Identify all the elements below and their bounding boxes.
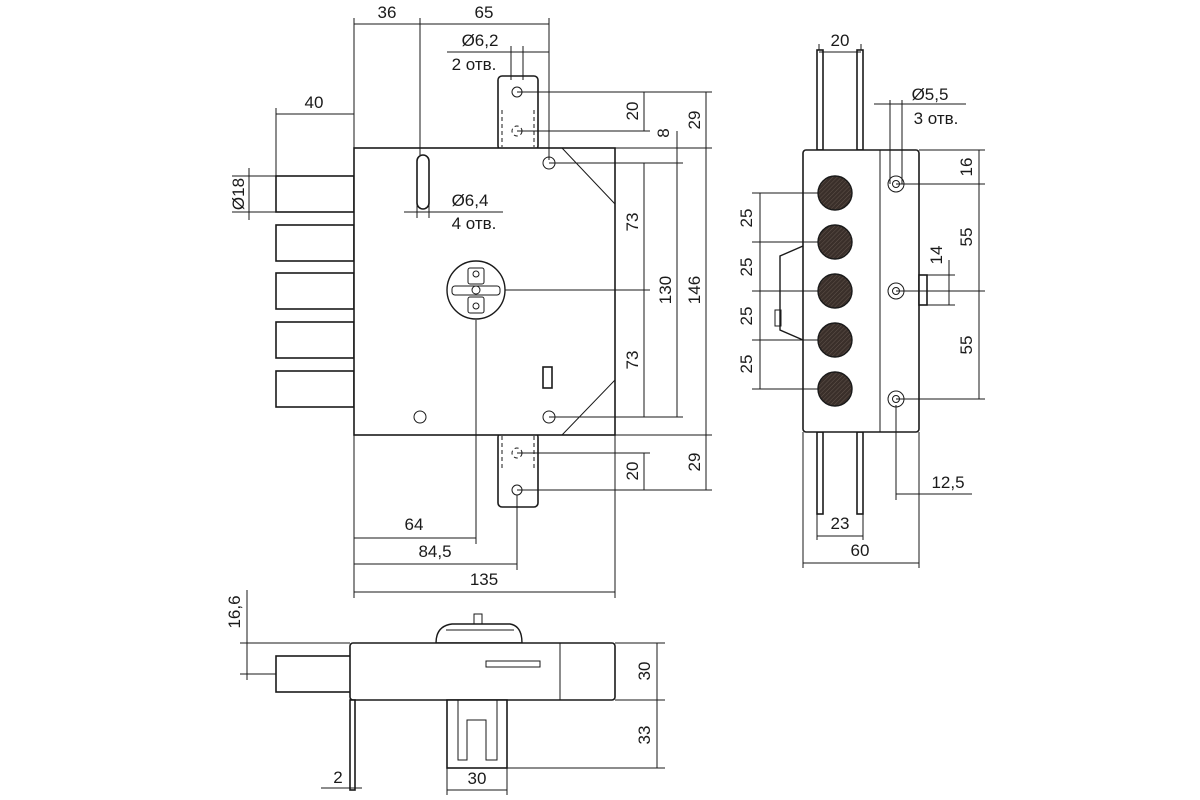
side-dim-125: 12,5	[931, 473, 964, 492]
side-dim-top-20: 20	[831, 31, 850, 50]
top-slot	[416, 154, 430, 210]
bolt-head-2	[817, 224, 853, 260]
side-top-rod	[816, 49, 824, 151]
dim-right-29-top: 29	[685, 111, 704, 130]
bottom-mounting-plate	[497, 432, 539, 508]
side-dim-60: 60	[851, 541, 870, 560]
dim-right-73-bottom: 73	[623, 351, 642, 370]
side-bottom-rod	[816, 431, 824, 515]
dim-right-20-bottom: 20	[623, 462, 642, 481]
bolt-head-5	[817, 371, 853, 407]
bottom-dim-33: 33	[635, 726, 654, 745]
side-dim-23: 23	[831, 514, 850, 533]
side-dim-25-d: 25	[737, 355, 756, 374]
bolt-5	[275, 370, 355, 408]
bottom-view: 16,6 30 33 2 30	[225, 590, 665, 795]
bolt-head-4	[817, 322, 853, 358]
side-bottom-tab	[856, 431, 864, 515]
bottom-dim-30-bottom: 30	[468, 769, 487, 788]
bolt-head-3	[817, 273, 853, 309]
dim-hole-64-count: 4 отв.	[452, 214, 497, 233]
bottom-bolt	[275, 655, 355, 693]
bolt-2	[275, 224, 355, 262]
bolt-head-1	[817, 175, 853, 211]
cylinder-hub	[446, 260, 506, 320]
dim-right-130: 130	[656, 276, 675, 304]
dim-top-36: 36	[378, 3, 397, 22]
latch-slot	[542, 366, 553, 389]
dim-hole-64: Ø6,4	[452, 191, 489, 210]
dim-hole-62: Ø6,2	[462, 31, 499, 50]
lock-body	[353, 147, 616, 436]
side-dim-16: 16	[957, 158, 976, 177]
dim-hole-62-count: 2 отв.	[452, 55, 497, 74]
side-top-tab	[856, 49, 864, 151]
side-dim-25-c: 25	[737, 307, 756, 326]
dim-bottom-135: 135	[470, 570, 498, 589]
dim-right-8: 8	[654, 128, 673, 137]
side-dim-hole-55-count: 3 отв.	[914, 109, 959, 128]
side-faceplate	[918, 274, 928, 306]
dim-right-73-top: 73	[623, 213, 642, 232]
side-dim-55-top: 55	[957, 228, 976, 247]
hole-bottom-left	[413, 410, 427, 424]
side-dim-55-bottom: 55	[957, 336, 976, 355]
side-dim-hole-55: Ø5,5	[912, 85, 949, 104]
bottom-latch	[485, 660, 541, 668]
side-dim-25-b: 25	[737, 258, 756, 277]
bolt-1	[275, 175, 355, 213]
dim-bolt-dia-18: Ø18	[229, 178, 248, 210]
dim-top-65: 65	[475, 3, 494, 22]
bottom-flange	[349, 699, 356, 791]
front-view: 36 65 Ø6,2 2 отв. 40 Ø18 Ø6,4 4 отв.	[229, 3, 712, 598]
side-dim-25-a: 25	[737, 209, 756, 228]
dim-right-29-bottom: 29	[685, 453, 704, 472]
bolt-4	[275, 321, 355, 359]
side-dim-14: 14	[927, 246, 946, 265]
bottom-body	[349, 642, 616, 701]
bottom-lower-block	[446, 699, 508, 769]
dim-right-20-top: 20	[623, 102, 642, 121]
bottom-dim-30-right: 30	[635, 662, 654, 681]
dim-bottom-64: 64	[405, 515, 424, 534]
bottom-dim-166: 16,6	[225, 595, 244, 628]
side-view: 20 Ø5,5 3 отв. 16 55 14 55 25 25 25 25	[737, 31, 985, 568]
dim-right-146: 146	[685, 276, 704, 304]
bolt-3	[275, 272, 355, 310]
bottom-dim-2: 2	[333, 768, 342, 787]
bottom-cylinder-cap	[435, 623, 523, 644]
dim-left-40: 40	[305, 93, 324, 112]
dim-bottom-845: 84,5	[418, 542, 451, 561]
